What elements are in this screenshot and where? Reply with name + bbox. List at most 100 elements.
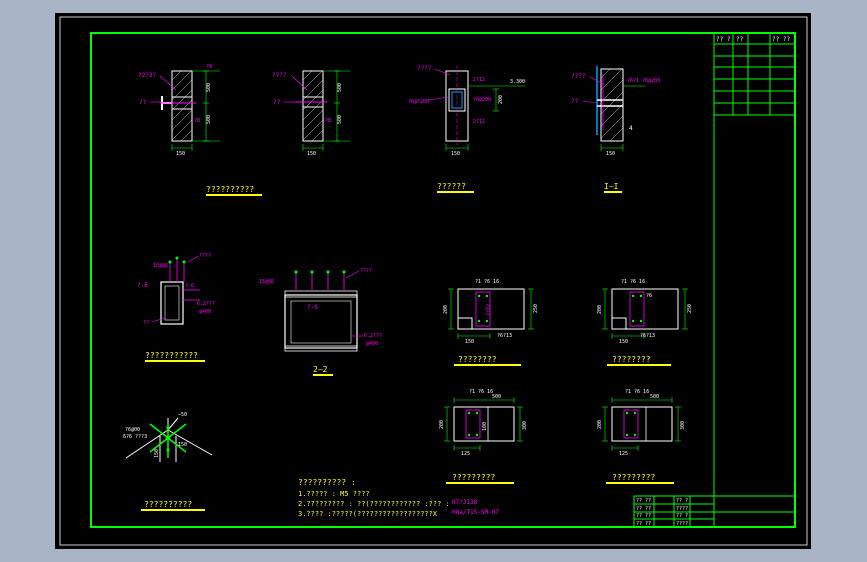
d9-dim-w: 125 bbox=[461, 451, 470, 457]
d10-beam bbox=[611, 406, 673, 442]
d4-width-dim: 150 bbox=[606, 151, 615, 157]
d4-leader-left bbox=[582, 100, 598, 104]
d6-title: 2—2 bbox=[313, 365, 328, 374]
d10-title: ????????? bbox=[612, 473, 656, 482]
d9-top-dim: 500 bbox=[492, 394, 501, 400]
d9-right-dim: 300 bbox=[522, 421, 528, 430]
title-block-side-3: ?? ? bbox=[676, 513, 688, 519]
d2-leader-top bbox=[291, 75, 308, 91]
d9-dots bbox=[467, 411, 479, 437]
d8-title: ???????? bbox=[612, 355, 651, 364]
d10-stirrup bbox=[623, 409, 639, 439]
d4-tie-member bbox=[597, 99, 623, 107]
d4-wall bbox=[600, 68, 624, 142]
title-block-side-4: ???? bbox=[676, 521, 688, 527]
d2-width-dim: 150 bbox=[307, 151, 316, 157]
d3-height-dim: 200 bbox=[498, 95, 504, 104]
d5-column bbox=[160, 281, 184, 325]
d8-dim-h: 200 bbox=[597, 305, 603, 314]
d3-leader-left bbox=[427, 96, 450, 101]
detail-2: 150 500 500 ???? ?? ?8 bbox=[272, 70, 350, 157]
notes-line-2: 2.????????? : ??(???????????? :??? : bbox=[298, 500, 450, 508]
d5-label-b: ???? bbox=[199, 253, 211, 259]
d7-dim-w: 150 bbox=[465, 339, 474, 345]
d9-dims bbox=[444, 397, 523, 451]
d3-bar-b: ?6@200 bbox=[473, 97, 491, 103]
d9-label-a: ?1 ?6 16 bbox=[469, 389, 493, 395]
d7-stirrup bbox=[475, 291, 491, 327]
d10-label-a: ?1 ?6 16 bbox=[625, 389, 649, 395]
d5-label-g: ?? bbox=[143, 320, 149, 326]
d7-right-dim: 250 bbox=[533, 304, 539, 313]
d1-note-top: ?2?3? bbox=[138, 72, 156, 79]
d7-dim-h: 200 bbox=[443, 305, 449, 314]
d11-dim-b: 150 bbox=[178, 442, 187, 448]
notes-ref-1: 07?J138 bbox=[452, 499, 478, 506]
d6-label-c: ?-6 bbox=[307, 304, 318, 311]
notes-line-1: 1.????? : M5 ???? bbox=[298, 490, 370, 498]
d6-top-plate bbox=[284, 290, 358, 298]
d1-dims bbox=[171, 70, 220, 151]
title-block-side-2: ???? bbox=[676, 506, 688, 512]
d7-label-a: ?1 ?6 16 bbox=[475, 279, 499, 285]
d6-inner-opening bbox=[290, 300, 352, 344]
detail-10: 500 ?1 ?6 16 200 125 300 ????????? bbox=[597, 389, 686, 484]
d9-beam bbox=[453, 406, 515, 442]
title-block-row-3: ?? ?? bbox=[636, 513, 651, 519]
d8-right-dim: 250 bbox=[687, 304, 693, 313]
d2-dims bbox=[302, 70, 350, 151]
d9-title: ????????? bbox=[452, 473, 496, 482]
detail-1: 150 500 500 ?2?3? ?? ?8 ?8 ?????????? bbox=[138, 64, 262, 196]
d8-bar-b: ?6?13 bbox=[640, 333, 655, 339]
title-strip-header-1: ?? ? bbox=[716, 36, 731, 43]
d9-stirrup bbox=[465, 409, 481, 439]
d8-dim-w: 150 bbox=[619, 339, 628, 345]
d2-note-top: ???? bbox=[272, 72, 287, 79]
sheet-inner-border bbox=[90, 32, 796, 528]
d1-note-left: ?? bbox=[139, 99, 147, 106]
d7-dims bbox=[448, 288, 534, 339]
d10-dims bbox=[602, 397, 681, 451]
detail-4: 150 ???? ?? ?6?1 ?6@200 4 I—I bbox=[571, 66, 660, 193]
title-block-row-4: ?? ?? bbox=[636, 521, 651, 527]
d6-label-a: 15@86 bbox=[259, 279, 274, 285]
d4-note-left: ?? bbox=[571, 98, 579, 105]
d11-title: ?????????? bbox=[144, 500, 192, 509]
d7-bar-b: ?6?13 bbox=[497, 333, 512, 339]
d4-title: I—I bbox=[604, 182, 619, 191]
d8-dots bbox=[631, 294, 643, 323]
d6-label-b: ???? bbox=[360, 268, 372, 274]
right-title-strip bbox=[713, 33, 795, 527]
d1-title: ?????????? bbox=[206, 185, 254, 194]
notes-ref-2: 08a/T15-SM-07 bbox=[452, 509, 499, 516]
d5-label-e: 6.2??? bbox=[197, 301, 215, 307]
d5-label-f: @400 bbox=[199, 309, 211, 315]
d6-anchor-heads bbox=[294, 270, 346, 274]
d11-label-b: ?6@00 bbox=[125, 427, 140, 433]
d8-stirrup bbox=[629, 291, 645, 327]
title-block-side-1: ?? ? bbox=[676, 498, 688, 504]
d4-leader-top bbox=[589, 76, 604, 85]
d4-hatch bbox=[600, 68, 624, 142]
d8-beam bbox=[611, 288, 679, 330]
d4-note-top: ???? bbox=[571, 73, 586, 80]
general-notes: ?????????? : 1.????? : M5 ???? 2.???????… bbox=[298, 478, 499, 518]
detail-3: 150 200 3.300 ???? 2?12 ?6@200 2?12 ?6@?… bbox=[408, 65, 525, 193]
detail-7: ?1 ?6 16 200 150 2?12 ?6?13 250 ???????? bbox=[443, 279, 539, 366]
d5-anchor-heads bbox=[168, 256, 186, 264]
d11-label-a: —50 bbox=[178, 412, 187, 418]
d6-anchor-bars bbox=[295, 272, 345, 291]
d10-dim-h: 200 bbox=[597, 420, 603, 429]
detail-5: 15@86 ???? ?-6 ?-6 6.2??? @400 ?? ??????… bbox=[137, 253, 215, 362]
d1-height-dim-b: 500 bbox=[206, 115, 212, 124]
d7-notch bbox=[458, 317, 473, 329]
d1-height-dim-a: 500 bbox=[206, 83, 212, 92]
notes-line-3: 3.???? :?????(??????????????????X bbox=[298, 510, 438, 518]
d9-bar-a: 100 bbox=[482, 422, 488, 431]
d5-inner bbox=[164, 285, 180, 321]
d5-anchor-bars bbox=[169, 258, 200, 301]
d11-label-c: 6?6 ???3 bbox=[123, 434, 147, 440]
d10-dots bbox=[625, 411, 637, 437]
d6-label-d: 6.2??? bbox=[364, 333, 382, 339]
